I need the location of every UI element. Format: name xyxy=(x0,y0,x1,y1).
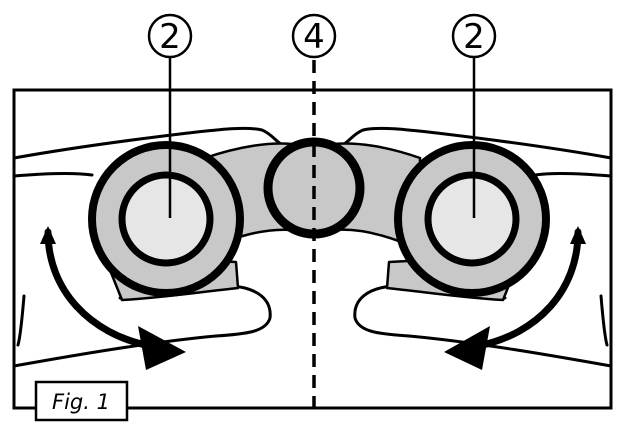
center-callout: 4 xyxy=(291,13,337,59)
curved-arrow-clockwise-icon xyxy=(40,226,186,370)
right-callout-number: 2 xyxy=(463,17,485,57)
left-callout-number: 2 xyxy=(159,17,181,57)
right-callout: 2 xyxy=(451,13,497,59)
center-callout-number: 4 xyxy=(303,17,325,57)
left-eyepiece xyxy=(88,141,244,297)
figure-caption-text: Fig. 1 xyxy=(52,390,110,414)
curved-arrow-counterclockwise-icon xyxy=(444,226,586,370)
left-callout: 2 xyxy=(147,13,193,59)
right-eyepiece xyxy=(394,141,550,297)
figure-caption: Fig. 1 xyxy=(34,380,129,422)
